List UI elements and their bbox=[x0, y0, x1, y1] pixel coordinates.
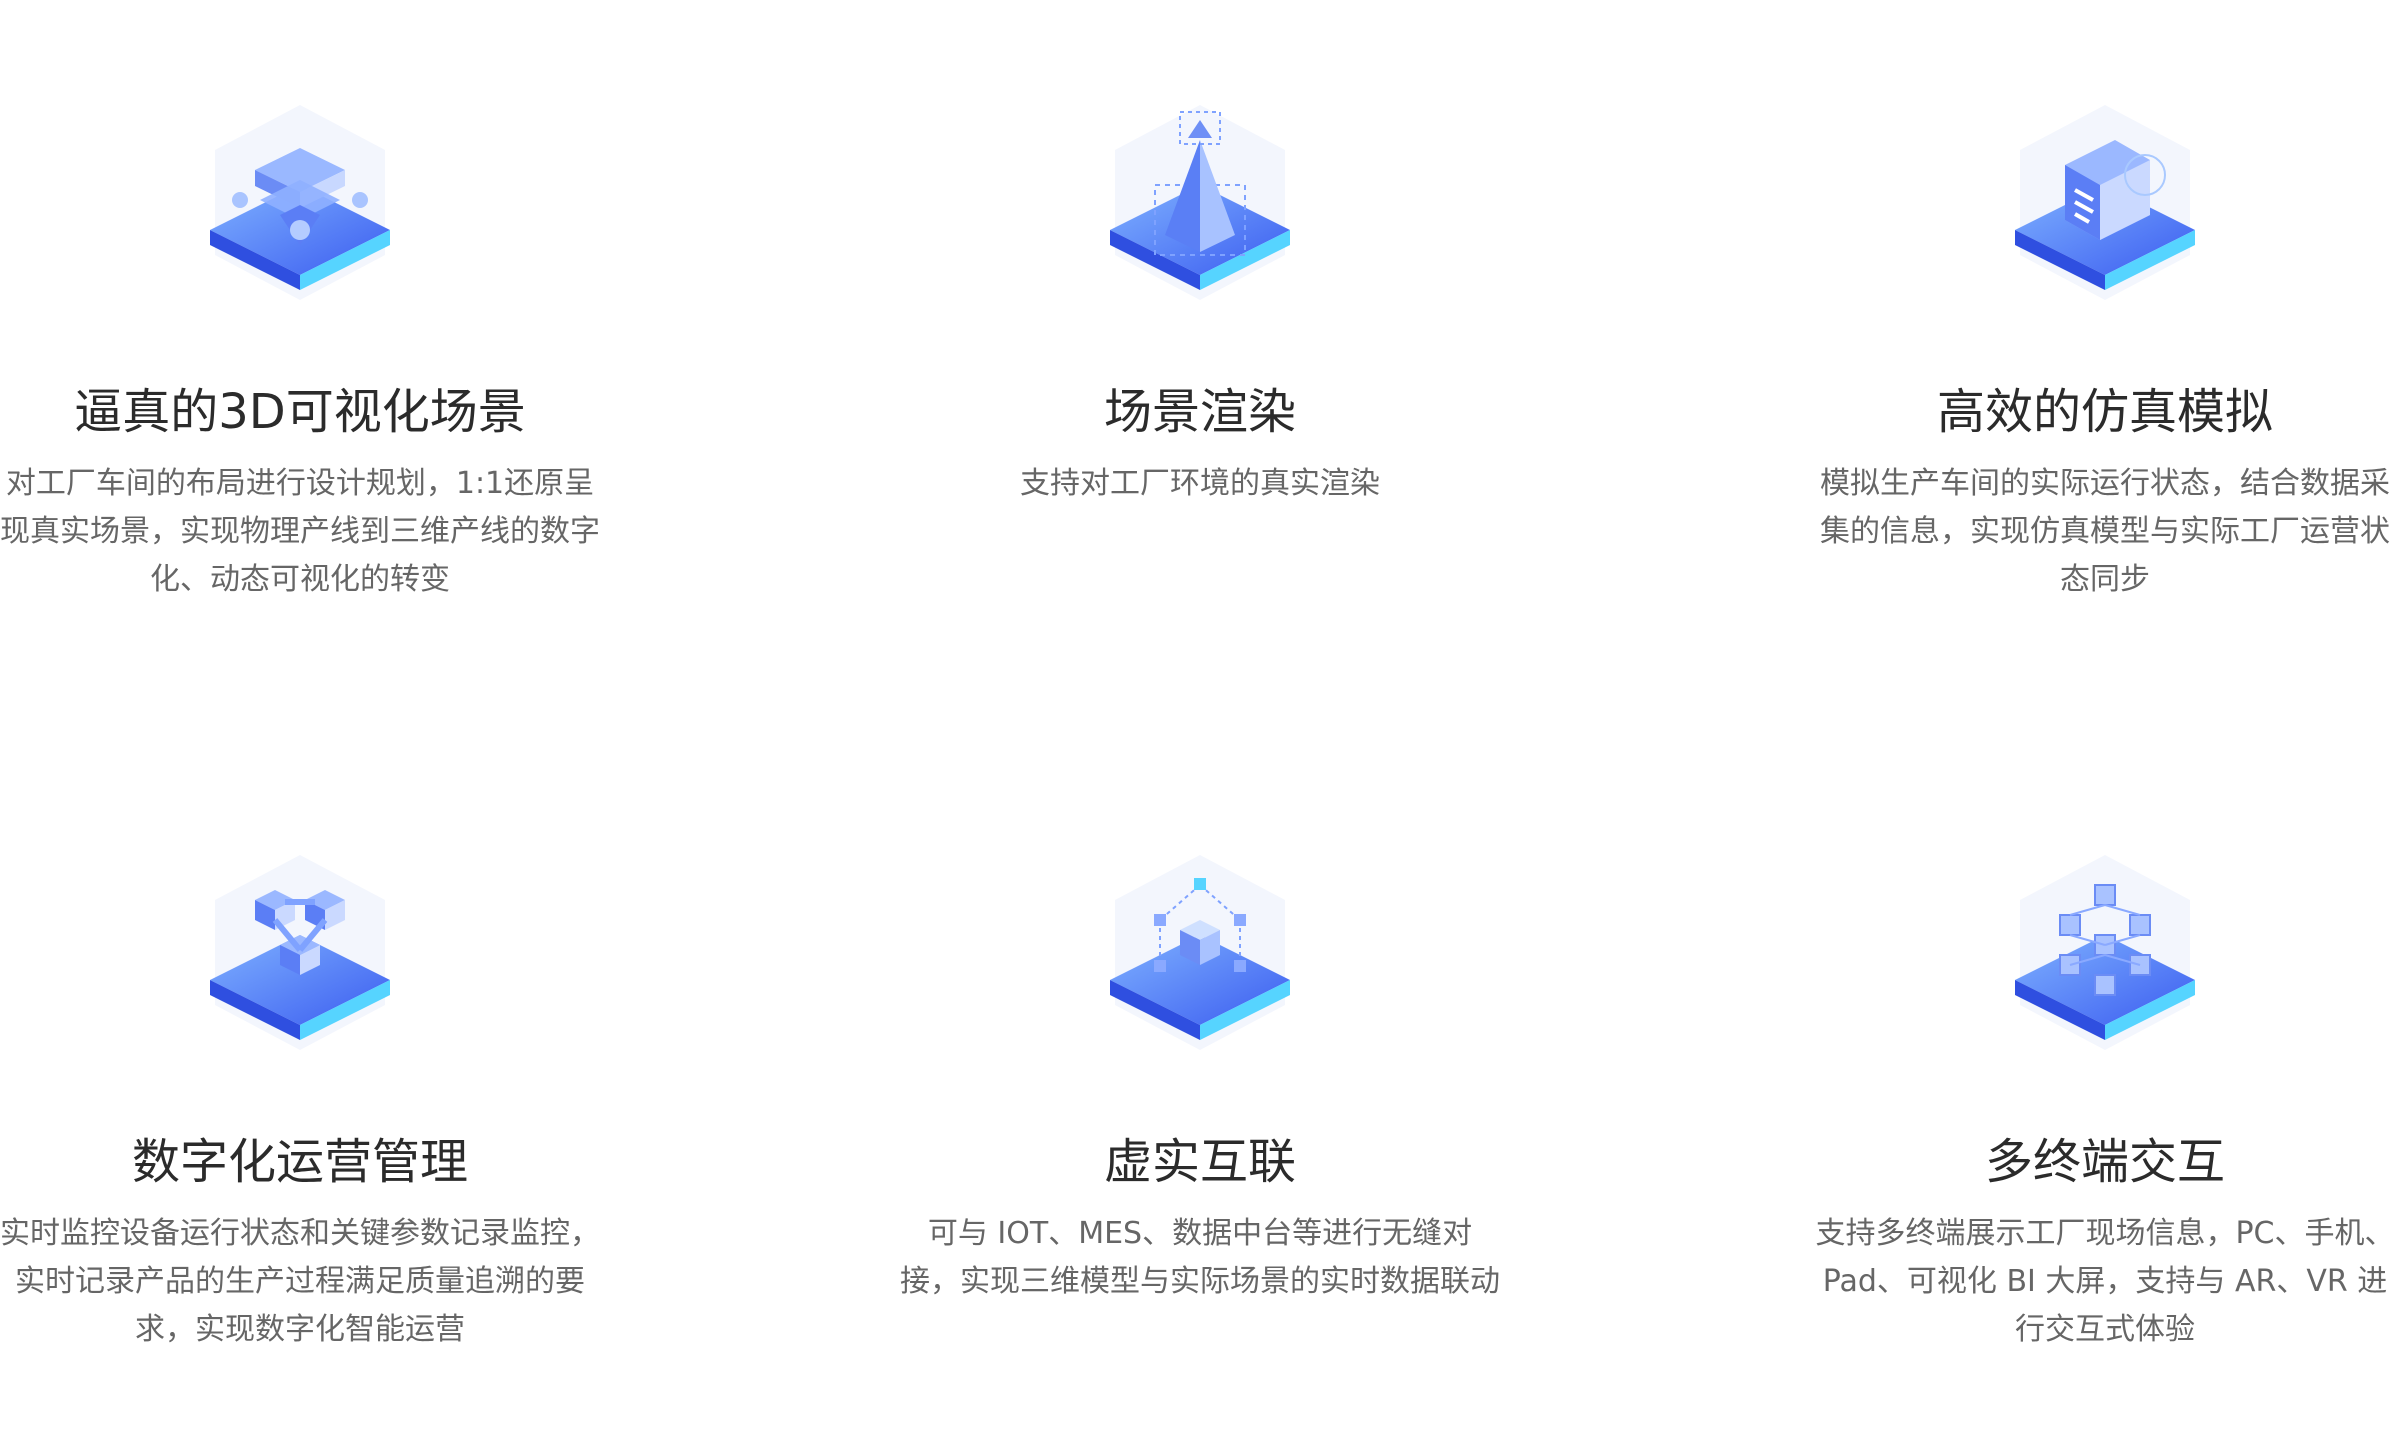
feature-title: 高效的仿真模拟 bbox=[1936, 384, 2273, 440]
multi-terminal-icon bbox=[2015, 855, 2195, 1050]
data-stack-icon bbox=[210, 105, 390, 300]
cube-link-icon bbox=[1110, 855, 1290, 1050]
feature-description: 模拟生产车间的实际运行状态，结合数据采集的信息，实现仿真模型与实际工厂运营状态同… bbox=[1820, 466, 2390, 597]
feature-title: 多终端交互 bbox=[1984, 1134, 2225, 1190]
feature-title: 数字化运营管理 bbox=[131, 1134, 468, 1190]
feature-title: 虚实互联 bbox=[1103, 1134, 1296, 1190]
feature-description: 可与 IOT、MES、数据中台等进行无缝对接，实现三维模型与实际场景的实时数据联… bbox=[900, 1216, 1500, 1299]
feature-description: 支持对工厂环境的真实渲染 bbox=[1020, 466, 1380, 501]
feature-description: 实时监控设备运行状态和关键参数记录监控，实时记录产品的生产过程满足质量追溯的要求… bbox=[0, 1216, 600, 1347]
pyramid-render-icon bbox=[1110, 105, 1290, 300]
feature-title: 逼真的3D可视化场景 bbox=[74, 384, 526, 440]
feature-description: 支持多终端展示工厂现场信息，PC、手机、Pad、可视化 BI 大屏，支持与 AR… bbox=[1815, 1216, 2395, 1347]
simulation-model-icon bbox=[2015, 105, 2195, 300]
operations-network-icon bbox=[210, 855, 390, 1050]
feature-title: 场景渲染 bbox=[1103, 384, 1296, 440]
feature-description: 对工厂车间的布局进行设计规划，1:1还原呈现真实场景，实现物理产线到三维产线的数… bbox=[0, 466, 600, 597]
